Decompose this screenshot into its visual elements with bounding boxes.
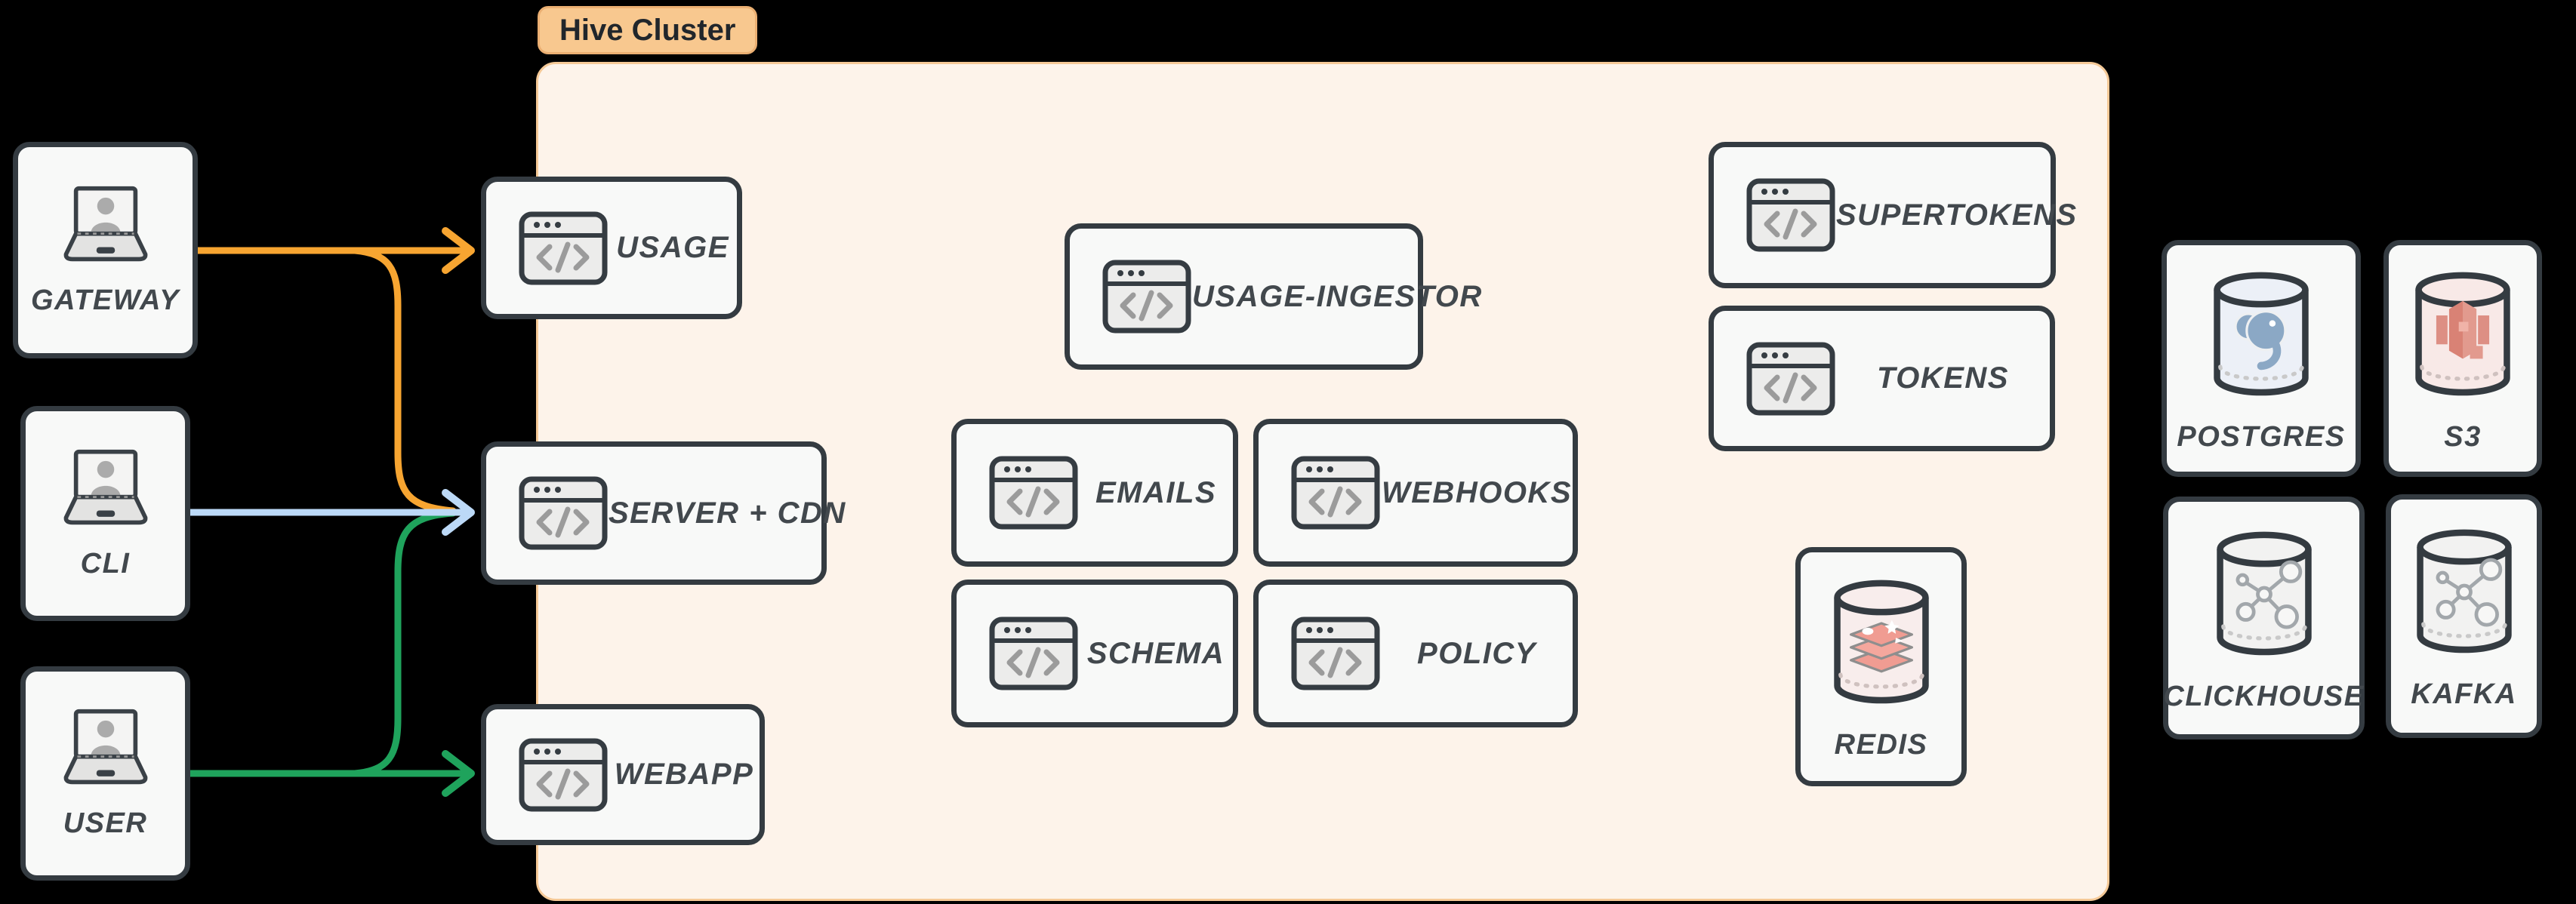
actor-label: GATEWAY [31, 284, 180, 316]
actor-card-gateway: GATEWAY [13, 142, 198, 358]
service-card-server-cdn: SERVER + CDN [481, 441, 845, 585]
code-window-icon [518, 211, 609, 286]
service-card-schema: SCHEMA [951, 580, 1238, 727]
datastore-card-redis: REDIS [1795, 547, 1967, 786]
laptop-user-icon [49, 447, 162, 527]
service-label: USAGE-INGESTOR [1192, 279, 1483, 313]
service-card-tokens: TOKENS [1709, 306, 2055, 451]
service-label: USAGE [616, 231, 729, 264]
code-window-icon [1746, 341, 1836, 417]
service-label: WEBAPP [614, 758, 754, 791]
datastore-label: REDIS [1834, 729, 1928, 761]
datastore-label: KAFKA [2411, 678, 2517, 710]
service-label: EMAILS [1095, 475, 1217, 509]
datastore-card-kafka: KAFKA [2386, 494, 2542, 738]
service-label: POLICY [1417, 636, 1536, 670]
code-window-icon [518, 737, 609, 813]
actor-card-cli: CLI [20, 406, 190, 621]
code-window-icon [518, 475, 609, 551]
code-window-icon [988, 455, 1079, 530]
service-label: SERVER + CDN [609, 496, 846, 530]
service-card-webapp: WEBAPP [481, 704, 765, 845]
hive-cluster-badge: Hive Cluster [538, 6, 758, 54]
service-label: SUPERTOKENS [1836, 198, 2078, 232]
service-card-usage: USAGE [481, 177, 742, 319]
network-database-icon [2404, 521, 2525, 662]
datastore-label: CLICKHOUSE [2163, 680, 2365, 712]
postgres-database-icon [2201, 264, 2322, 404]
datastore-card-postgres: POSTGRES [2162, 240, 2361, 477]
code-window-icon [1102, 259, 1192, 334]
redis-database-icon [1821, 572, 1942, 712]
datastore-label: POSTGRES [2177, 420, 2346, 453]
laptop-user-icon [49, 184, 162, 263]
code-window-icon [1290, 616, 1381, 691]
code-window-icon [1290, 455, 1381, 530]
actor-label: USER [63, 807, 148, 839]
service-label: TOKENS [1877, 361, 2009, 395]
service-label: SCHEMA [1086, 636, 1225, 670]
datastore-card-clickhouse: CLICKHOUSE [2163, 497, 2365, 739]
s3-database-icon [2402, 264, 2523, 404]
datastore-label: S3 [2444, 420, 2482, 453]
service-card-emails: EMAILS [951, 419, 1238, 567]
code-window-icon [1746, 177, 1836, 253]
service-card-supertokens: SUPERTOKENS [1709, 142, 2076, 288]
network-database-icon [2204, 524, 2325, 664]
service-card-usage-ingestor: USAGE-INGESTOR [1065, 223, 1481, 370]
datastore-card-s3: S3 [2383, 240, 2542, 477]
service-card-webhooks: WEBHOOKS [1253, 419, 1578, 567]
actor-card-user: USER [20, 666, 190, 881]
laptop-user-icon [49, 707, 162, 786]
edge-user-server-cdn [351, 509, 457, 777]
service-label: WEBHOOKS [1382, 475, 1572, 509]
edge-gateway-server-cdn [351, 247, 457, 515]
actor-label: CLI [80, 547, 131, 580]
code-window-icon [988, 616, 1079, 691]
service-card-policy: POLICY [1253, 580, 1578, 727]
